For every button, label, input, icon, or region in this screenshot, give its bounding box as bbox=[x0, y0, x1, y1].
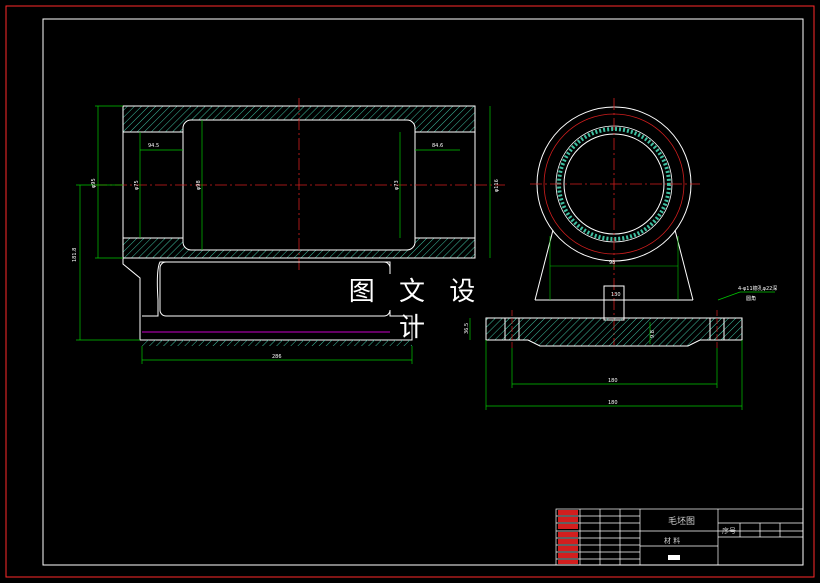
dim-side-mid: 130 bbox=[611, 292, 621, 298]
note-sub: 圆角 bbox=[746, 295, 756, 302]
inner-border bbox=[42, 18, 804, 566]
dim-left-top: 94.5 bbox=[148, 143, 159, 149]
dim-right-top: 84.6 bbox=[432, 143, 443, 149]
side-dimensions bbox=[469, 291, 775, 410]
dim-base-length: 286 bbox=[272, 354, 282, 360]
dim-inner-right: φ73 bbox=[394, 180, 400, 190]
watermark: 图 文 设 计 bbox=[336, 274, 496, 343]
dim-side-width: 98 bbox=[609, 260, 615, 266]
title-block bbox=[555, 508, 804, 566]
dim-side-small: 36.5 bbox=[464, 323, 470, 334]
note-holes: 4-φ11锪孔φ22深 bbox=[738, 285, 777, 292]
side-view bbox=[485, 98, 743, 348]
material-label: 材 料 bbox=[664, 536, 680, 545]
dim-inner-left: φ75 bbox=[134, 180, 140, 190]
dim-total-height: 181.8 bbox=[72, 248, 78, 262]
front-view bbox=[95, 98, 505, 346]
dim-inner-mid: φ98 bbox=[196, 180, 202, 190]
dim-side-mid-small: 9.8 bbox=[650, 330, 656, 338]
number-label: 序号 bbox=[722, 526, 736, 535]
front-dimensions bbox=[76, 105, 491, 364]
title-block-red-cells bbox=[558, 510, 680, 564]
dim-side-base-total: 180 bbox=[608, 400, 618, 406]
dim-overall-height: φ95 bbox=[91, 178, 97, 188]
dim-side-base-inner: 180 bbox=[608, 378, 618, 384]
dim-outer-right: φ116 bbox=[494, 179, 500, 192]
drawing-name: 毛坯图 bbox=[668, 515, 695, 527]
outer-frame bbox=[5, 5, 815, 578]
